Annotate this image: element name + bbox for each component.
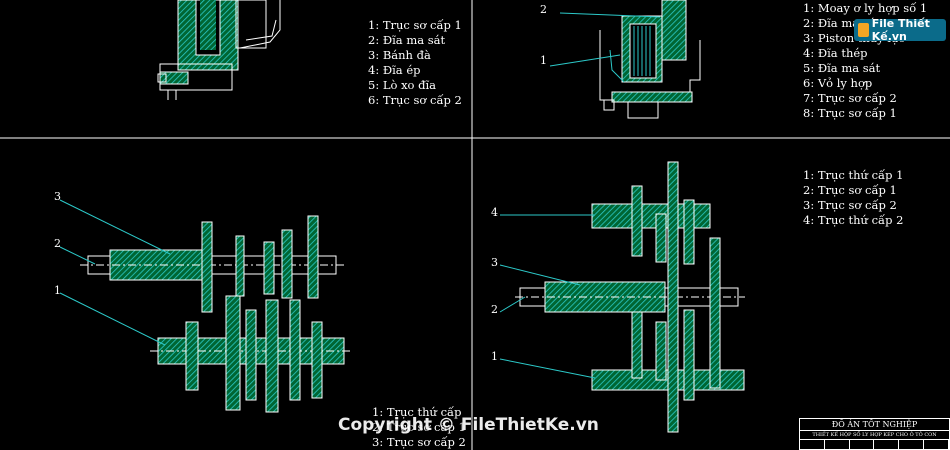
legend-item: 1: Trục thứ cấp <box>372 405 462 419</box>
callout-number: 2 <box>491 303 498 316</box>
legend-item: 1: Trục sơ cấp 1 <box>368 18 462 32</box>
legend-item: 2: Trục sơ cấp 1 <box>372 420 466 434</box>
legend-item: 7: Trục sơ cấp 2 <box>803 91 897 105</box>
callout-number: 4 <box>491 206 498 219</box>
legend-item: 1: Trục thứ cấp 1 <box>803 168 904 182</box>
copyright-watermark: Copyright © FileThietKe.vn <box>338 415 599 435</box>
clutch-section-drawing <box>157 0 281 100</box>
legend-item: 2: Đĩa ma sát <box>368 33 446 47</box>
dual-clutch-section-drawing <box>549 0 701 119</box>
logo-text: File Thiết Kế.vn <box>871 17 930 43</box>
title-block-title: ĐỒ ÁN TỐT NGHIỆP <box>800 419 949 431</box>
legend-item: 3: Bánh đà <box>368 48 431 62</box>
site-logo: File Thiết Kế.vn <box>854 17 946 43</box>
legend-item: 4: Trục thứ cấp 2 <box>803 213 904 227</box>
legend-3-shaft: 1: Trục thứ cấp 2: Trục sơ cấp 1 3: Trục… <box>372 405 466 450</box>
title-block-subtitle: THIẾT KẾ HỘP SỐ LY HỢP KÉP CHO Ô TÔ CON <box>800 431 949 440</box>
legend-4-shaft: 1: Trục thứ cấp 1 2: Trục sơ cấp 1 3: Tr… <box>803 168 903 228</box>
legend-item: 3: Trục sơ cấp 2 <box>803 198 897 212</box>
legend-item: 4: Đĩa thép <box>803 46 868 60</box>
gearbox-4-shaft-drawing <box>499 161 745 433</box>
callout-number: 1 <box>540 54 547 67</box>
legend-clutch: 1: Trục sơ cấp 1 2: Đĩa ma sát 3: Bánh đ… <box>368 18 462 108</box>
legend-item: 5: Lò xo đĩa <box>368 78 437 92</box>
legend-item: 2: Trục sơ cấp 1 <box>803 183 897 197</box>
title-block-grid <box>800 440 949 450</box>
logo-icon <box>858 23 869 37</box>
callout-number: 2 <box>540 3 547 16</box>
title-block: ĐỒ ÁN TỐT NGHIỆP THIẾT KẾ HỘP SỐ LY HỢP … <box>799 418 950 450</box>
legend-item: 3: Trục sơ cấp 2 <box>372 435 466 449</box>
legend-item: 6: Trục sơ cấp 2 <box>368 93 462 107</box>
callout-number: 2 <box>54 237 61 250</box>
legend-item: 6: Vỏ ly hợp <box>803 76 873 90</box>
legend-item: 5: Đĩa ma sát <box>803 61 881 75</box>
callout-number: 1 <box>54 284 61 297</box>
legend-item: 4: Đĩa ép <box>368 63 421 77</box>
callout-number: 3 <box>491 256 498 269</box>
callout-number: 1 <box>491 350 498 363</box>
gearbox-3-shaft-drawing <box>59 199 350 413</box>
callout-number: 3 <box>54 190 61 203</box>
legend-item: 8: Trục sơ cấp 1 <box>803 106 897 120</box>
legend-item: 1: Moay ơ ly hợp số 1 <box>803 1 928 15</box>
